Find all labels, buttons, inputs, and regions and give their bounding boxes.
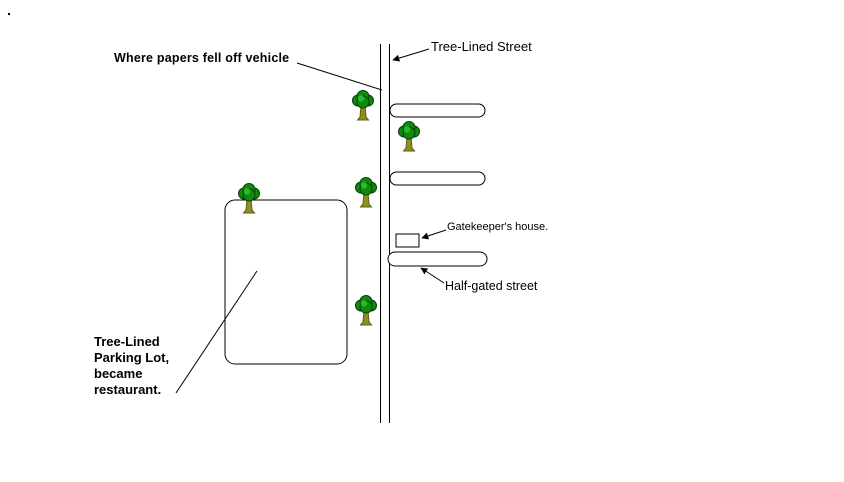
where-papers-label: Where papers fell off vehicle [114,51,290,65]
parking-lot-leader-line [175,270,258,394]
half-gated-street-arrow [420,267,445,284]
where-papers-leader-line [296,62,383,91]
half-gated-street-oval [387,251,488,267]
stray-dot [8,13,10,15]
parking-lot-label: Tree-Lined Parking Lot, became restauran… [94,334,170,397]
gatekeepers-house-label: Gatekeeper's house. [447,221,549,233]
tree-icon [355,295,377,326]
gatekeepers-house-arrow [421,229,447,240]
double-line-street [380,44,390,423]
parking-lot-rect [224,199,348,365]
tree-icon [355,177,377,208]
tree-lined-street-label: Tree-Lined Street [431,39,532,54]
tree-icon [398,121,420,152]
gatekeepers-house-rect [395,233,420,248]
side-street-oval-1 [389,103,486,118]
tree-lined-street-arrow [392,48,430,62]
tree-icon [352,90,374,121]
side-street-oval-2 [389,171,486,186]
half-gated-street-label: Half-gated street [445,279,538,293]
